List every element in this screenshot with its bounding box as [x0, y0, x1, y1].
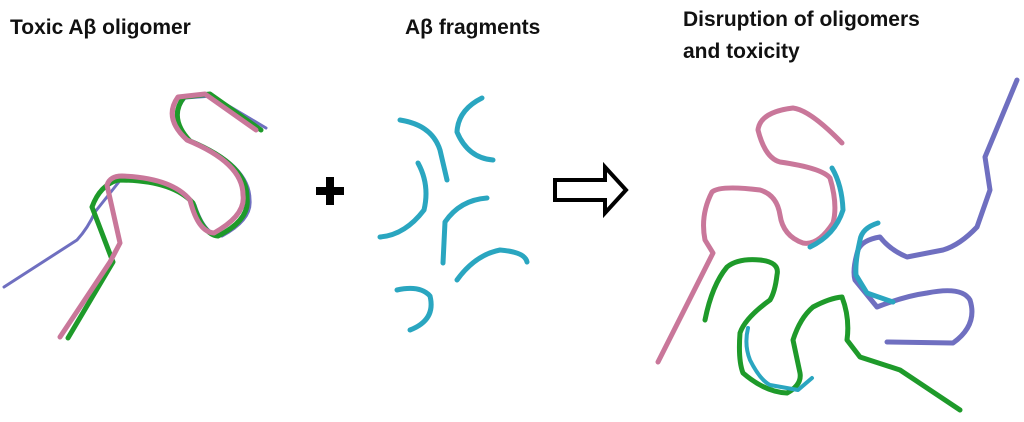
purple-chain: [851, 77, 1020, 346]
fragment: [454, 247, 530, 283]
fragment: [397, 117, 450, 183]
plus-icon: [316, 177, 344, 205]
right-arrow-icon: [553, 161, 629, 219]
toxic-oligomer-structure: [2, 91, 268, 341]
purple-chain: [2, 94, 268, 289]
pink-chain: [57, 91, 259, 340]
cyan-fragment: [744, 326, 814, 392]
result-title-line1: Disruption of oligomers: [683, 8, 920, 31]
fragment: [394, 286, 434, 333]
fragment: [454, 95, 496, 163]
oligomer-title: Toxic Aβ oligomer: [10, 16, 191, 39]
pink-chain: [655, 105, 845, 365]
cyan-fragment: [807, 165, 846, 250]
fragments-title: Aβ fragments: [405, 16, 541, 39]
green-chain: [702, 257, 963, 413]
result-title-line2: and toxicity: [683, 40, 800, 63]
green-chain: [65, 91, 264, 341]
fragment: [440, 195, 490, 266]
disrupted-structure: [655, 77, 1020, 413]
cyan-fragment: [853, 220, 896, 305]
fragments-structure: [377, 95, 530, 333]
fragment: [377, 160, 429, 240]
